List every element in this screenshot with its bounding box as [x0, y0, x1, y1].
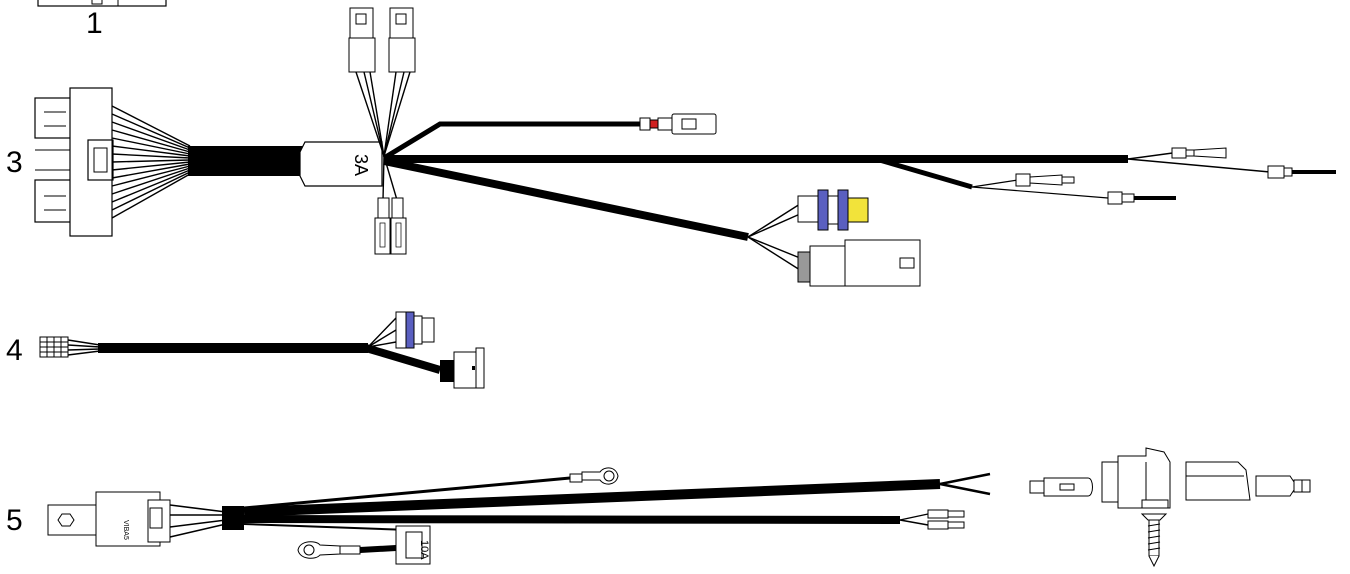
- loose-mating-housing: [1185, 461, 1251, 501]
- large-multipin-connector: [34, 87, 114, 237]
- harness-1: [37, 0, 167, 7]
- terminal-end-lower: [1267, 165, 1336, 179]
- part-5-bundle-core: [222, 506, 244, 530]
- top-terminal-wires: [355, 71, 411, 157]
- upper-branch-wire: [382, 121, 640, 161]
- small-terminal-a: [1015, 173, 1075, 187]
- connector-fanout-wires: [111, 105, 191, 219]
- pin-header-connector: [39, 336, 69, 358]
- relay-assembly: VIBA5: [47, 491, 171, 547]
- part-4-label: 4: [6, 334, 23, 367]
- terminal-end-upper: [1171, 147, 1227, 159]
- small-terminal-connector: [639, 113, 717, 135]
- ring-terminal-lower: [297, 541, 361, 559]
- loose-screw: [1140, 513, 1168, 568]
- blue-yellow-connector: [797, 189, 869, 231]
- fuse-3a-label: 3A: [351, 154, 371, 176]
- lower-branch-wire: [383, 157, 749, 241]
- blue-terminal-connector: [395, 311, 435, 349]
- fuse-holder-10a: 10A: [395, 525, 431, 565]
- part-4-main-wire: [98, 343, 368, 353]
- relay-label: VIBA5: [122, 520, 129, 540]
- part-1-label: 1: [86, 7, 103, 40]
- top-terminal-pair: [348, 7, 416, 73]
- small-terminal-b: [1107, 191, 1176, 205]
- loose-female-terminal: [1255, 475, 1311, 497]
- part-4-end-housing: [440, 347, 485, 389]
- part-5-long-wire: [243, 479, 941, 517]
- bottom-terminal-pair: [374, 197, 407, 255]
- harness-4: [39, 311, 485, 389]
- harness-5: VIBA5: [47, 447, 1311, 568]
- loose-connector-housing: [1101, 447, 1171, 509]
- fuse-holder-3a: 3A: [299, 141, 383, 187]
- fuse-10a-label: 10A: [418, 540, 430, 560]
- main-wire-bundle: [188, 146, 310, 176]
- harness-3: 3A: [34, 7, 1336, 287]
- gray-housing-connector: [797, 239, 921, 287]
- part-3-label: 3: [6, 146, 23, 179]
- double-terminal-end: [927, 509, 965, 530]
- loose-spade-terminal: [1029, 477, 1093, 497]
- part-5-label: 5: [6, 504, 23, 537]
- ring-terminal-upper: [569, 467, 619, 485]
